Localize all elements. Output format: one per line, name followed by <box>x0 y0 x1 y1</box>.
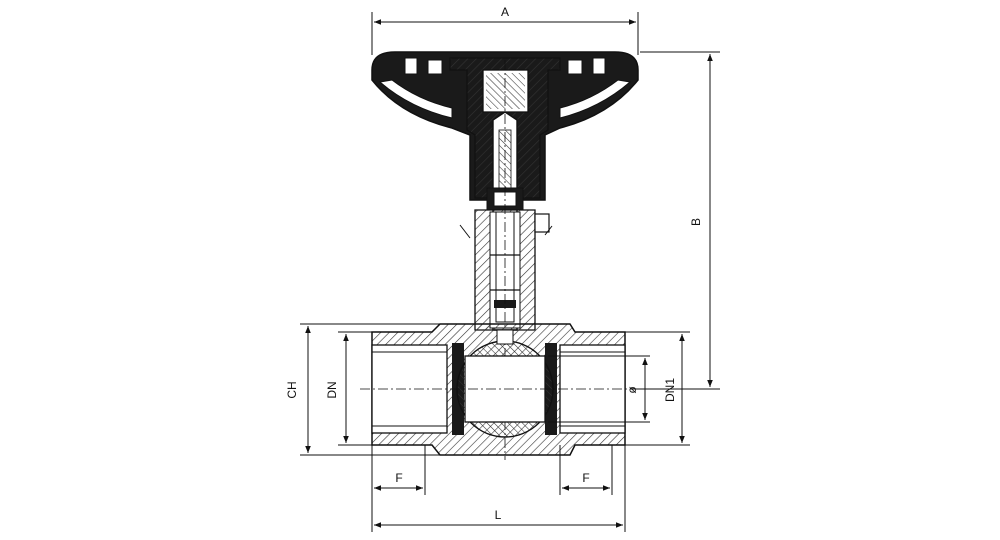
label-ch: CH <box>285 381 299 398</box>
label-l: L <box>495 508 502 522</box>
label-f-left: F <box>395 471 402 485</box>
handle-notch-left-outer <box>404 57 418 75</box>
dimension-labels: A B CH DN ø DN1 F F L <box>285 5 703 522</box>
label-a: A <box>501 5 509 19</box>
handle-notch-left-inner <box>427 59 443 75</box>
label-b: B <box>689 218 703 226</box>
label-f-right: F <box>582 471 589 485</box>
stop-lug <box>534 213 550 233</box>
ball-stem-slot <box>496 329 514 345</box>
dimensions <box>300 12 720 532</box>
handle-notch-right-inner <box>567 59 583 75</box>
stop-lug-tick-right <box>544 225 553 236</box>
label-dn: DN <box>325 381 339 398</box>
handle-notch-right-outer <box>592 57 606 75</box>
handle-center-bore-fill <box>486 73 525 109</box>
stem-assembly <box>459 60 553 460</box>
handle-inner-band-left <box>378 79 453 119</box>
stop-lug-tick-left <box>459 224 471 239</box>
valve-body <box>360 323 640 456</box>
label-dia: ø <box>625 386 639 394</box>
label-dn1: DN1 <box>663 378 677 402</box>
handle-inner-band-right <box>559 79 632 119</box>
